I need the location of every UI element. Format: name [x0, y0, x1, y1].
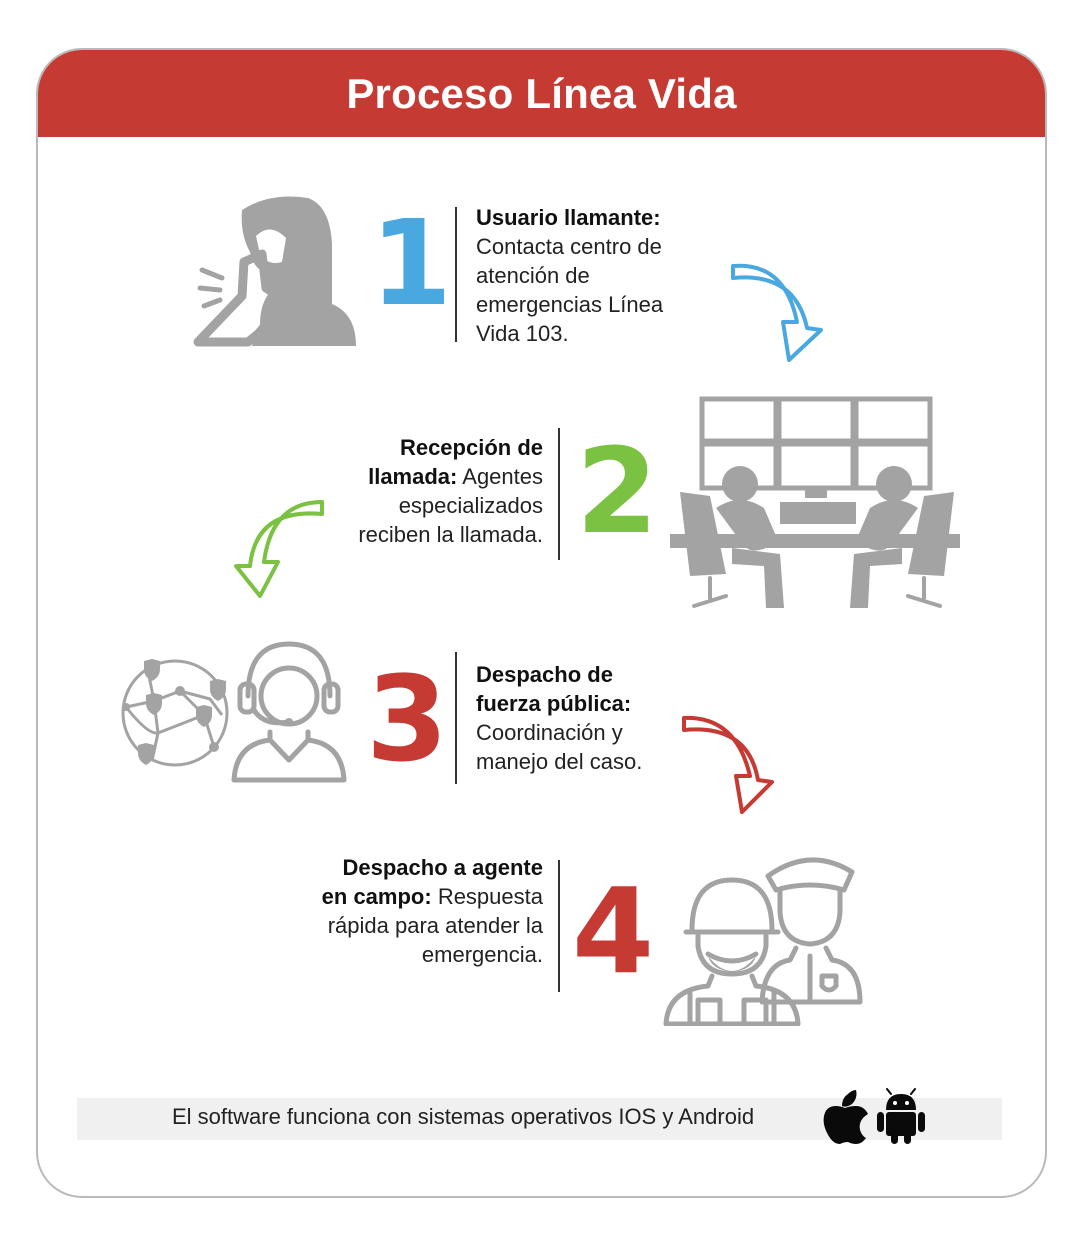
- step-4-number: 4: [572, 862, 655, 1000]
- card-header: Proceso Línea Vida: [38, 50, 1045, 137]
- step-1-text: Usuario llamante: Contacta centro de ate…: [476, 203, 686, 348]
- divider-line: [558, 428, 560, 560]
- person-calling-icon: [193, 196, 356, 347]
- step-2-number: 2: [576, 422, 659, 560]
- divider-line: [455, 652, 457, 784]
- divider-line: [558, 860, 560, 992]
- arrow-down-right-icon: [682, 715, 774, 814]
- soldier-icon: [663, 877, 801, 1026]
- step-4-text: Despacho a agente en campo: Respuesta rá…: [320, 853, 543, 969]
- step-3-text: Despacho de fuerza pública: Coordinación…: [476, 660, 676, 776]
- apple-icon: [823, 1090, 868, 1144]
- headset-operator-icon: [231, 641, 347, 783]
- step-1-heading: Usuario llamante:: [476, 205, 661, 230]
- step-1-number: 1: [370, 194, 453, 332]
- step-3-heading: Despacho de fuerza pública:: [476, 662, 632, 716]
- step-3-body: Coordinación y manejo del caso.: [476, 720, 643, 774]
- step-2-heading: Recepción de llamada:: [368, 435, 543, 489]
- footer-text: El software funciona con sistemas operat…: [172, 1104, 755, 1129]
- page-title: Proceso Línea Vida: [346, 69, 737, 117]
- step-2-text: Recepción de llamada: Agentes especializ…: [330, 433, 543, 549]
- monitoring-room-icon: [670, 396, 960, 608]
- police-officer-icon: [760, 857, 863, 1005]
- android-icon: [877, 1088, 925, 1144]
- step-3-number: 3: [366, 650, 449, 788]
- process-card: Proceso Línea Vida: [36, 48, 1047, 1198]
- divider-line: [455, 207, 457, 342]
- arrow-down-right-icon: [731, 263, 823, 362]
- shield-network-icon: [121, 659, 229, 767]
- step-4-body: Respuesta rápida para atender la emergen…: [327, 884, 543, 967]
- step-2-body: Agentes especializados reciben la llamad…: [358, 464, 543, 547]
- step-4-heading: Despacho a agente en campo:: [321, 855, 543, 909]
- arrow-down-left-icon: [234, 500, 324, 598]
- step-1-body: Contacta centro de atención de emergenci…: [476, 234, 664, 346]
